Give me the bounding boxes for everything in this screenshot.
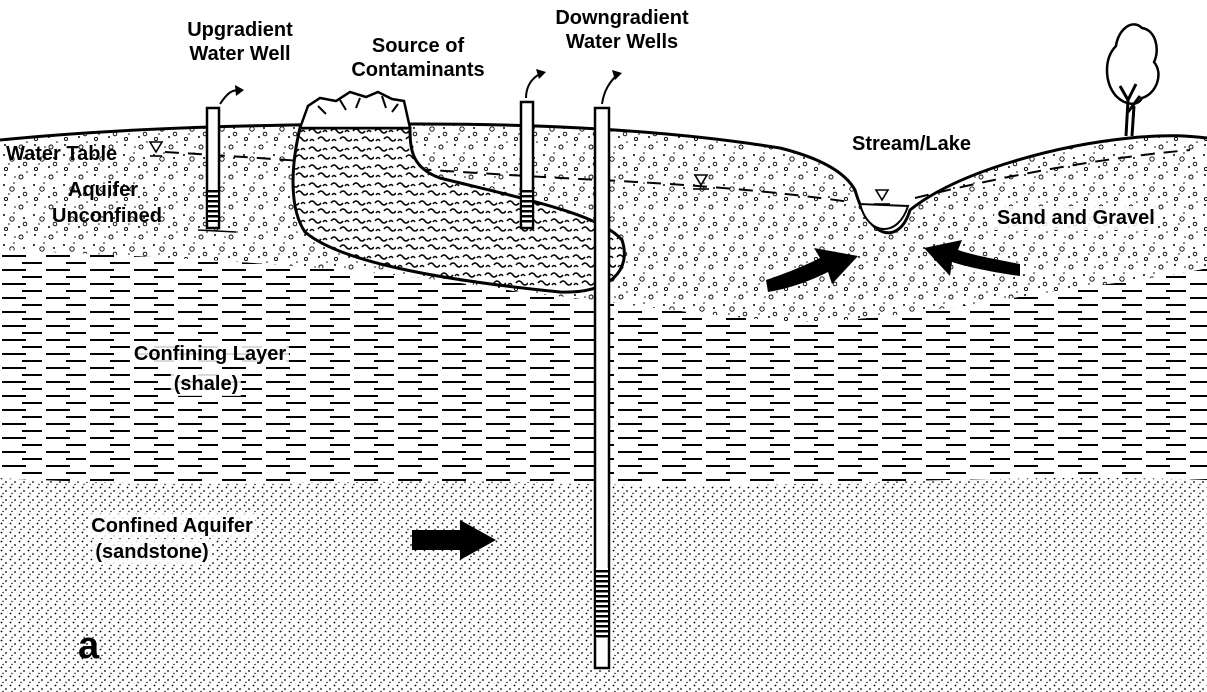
downgradient-label-line2: Water Wells: [566, 30, 678, 54]
confined-aquifer-label-line2: (sandstone): [92, 540, 211, 564]
upgradient-label-line1: Upgradient: [187, 18, 293, 42]
confined-aquifer-label-line1: Confined Aquifer: [88, 514, 255, 538]
upgradient-label-line2: Water Well: [189, 42, 290, 66]
downgradient-label-line1: Downgradient: [555, 6, 688, 30]
tree: [1107, 24, 1158, 136]
water-table-label: Water Table: [6, 142, 117, 166]
stream-lake-label: Stream/Lake: [852, 132, 971, 156]
water-table-symbol-stream: [874, 190, 890, 204]
sand-gravel-label: Sand and Gravel: [994, 206, 1158, 230]
aquifer-label-line2: Unconfined: [52, 204, 162, 228]
source-label-line1: Source of: [372, 34, 464, 58]
figure-letter: a: [78, 634, 99, 658]
confining-layer-label-line1: Confining Layer: [131, 342, 289, 366]
aquifer-label-line1: Aquifer: [68, 178, 138, 202]
confining-layer-label-line2: (shale): [171, 372, 241, 396]
source-label-line2: Contaminants: [351, 58, 484, 82]
